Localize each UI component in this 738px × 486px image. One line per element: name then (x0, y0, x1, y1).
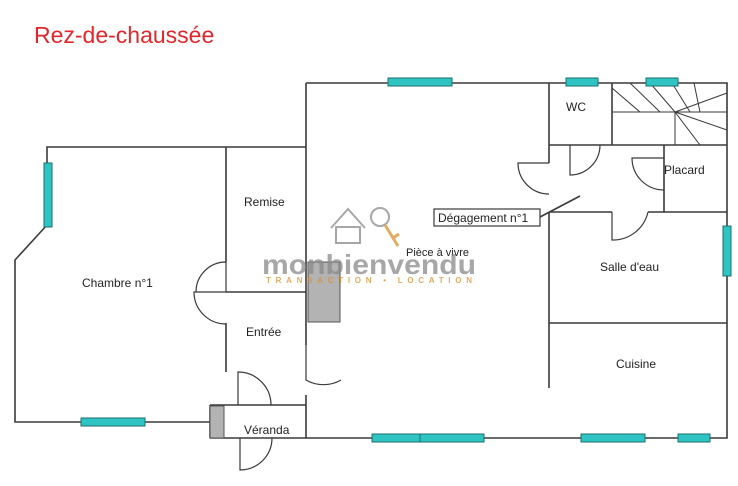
room-label-remise: Remise (244, 195, 285, 209)
watermark-brand: monbienvendu (262, 249, 476, 280)
room-label-degagement: Dégagement n°1 (438, 211, 529, 225)
watermark-tagline: TRANSACTION • LOCATION (266, 276, 472, 285)
floor-title: Rez-de-chaussée (34, 22, 215, 48)
room-label-entree: Entrée (246, 325, 282, 339)
watermark: monbienvendu TRANSACTION • LOCATION (262, 207, 476, 285)
room-label-piece-a-vivre: Pièce à vivre (406, 247, 469, 259)
pillars (209, 261, 341, 439)
room-label-chambre: Chambre n°1 (82, 276, 153, 290)
room-label-salle-eau: Salle d'eau (600, 260, 659, 274)
room-label-placard: Placard (664, 163, 705, 177)
windows (43, 77, 732, 443)
room-label-veranda: Véranda (244, 423, 290, 437)
degagement-label-box (433, 208, 541, 227)
room-label-wc: WC (566, 100, 586, 114)
room-label-cuisine: Cuisine (616, 357, 656, 371)
staircase (611, 82, 728, 146)
door-swings (193, 144, 665, 471)
house-key-logo-icon (330, 207, 400, 247)
